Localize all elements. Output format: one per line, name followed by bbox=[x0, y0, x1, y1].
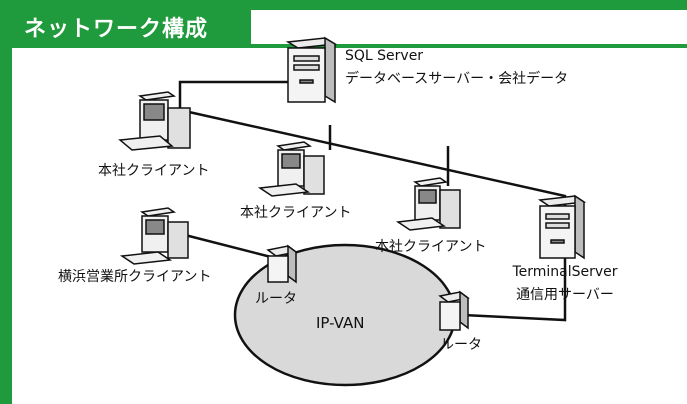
terminal-server-name: TerminalServer bbox=[512, 264, 618, 280]
terminal-server-icon bbox=[537, 194, 587, 260]
diagram-title: ネットワーク構成 bbox=[12, 10, 251, 44]
client-pc-3-icon bbox=[395, 177, 461, 231]
header-rule bbox=[12, 44, 687, 48]
sql-server-role: データベースサーバー・会社データ bbox=[345, 71, 569, 87]
sql-server-icon bbox=[285, 36, 338, 104]
client-2-label: 本社クライアント bbox=[240, 205, 352, 221]
router-right-icon bbox=[438, 290, 470, 331]
router-left-label: ルータ bbox=[255, 291, 297, 307]
left-border bbox=[0, 10, 12, 404]
terminal-server-role: 通信用サーバー bbox=[516, 287, 614, 303]
top-border bbox=[0, 0, 687, 10]
client-3-label: 本社クライアント bbox=[375, 239, 487, 255]
yokohama-client-label: 横浜営業所クライアント bbox=[58, 269, 212, 285]
router-right-label: ルータ bbox=[440, 337, 482, 353]
client-pc-1-icon bbox=[118, 91, 191, 151]
router-left-icon bbox=[266, 244, 298, 284]
yokohama-client-pc-icon bbox=[119, 207, 189, 265]
ipvan-label: IP-VAN bbox=[316, 314, 365, 332]
sql-server-name: SQL Server bbox=[345, 48, 424, 64]
client-pc-2-icon bbox=[257, 141, 325, 197]
client-1-label: 本社クライアント bbox=[98, 163, 210, 179]
